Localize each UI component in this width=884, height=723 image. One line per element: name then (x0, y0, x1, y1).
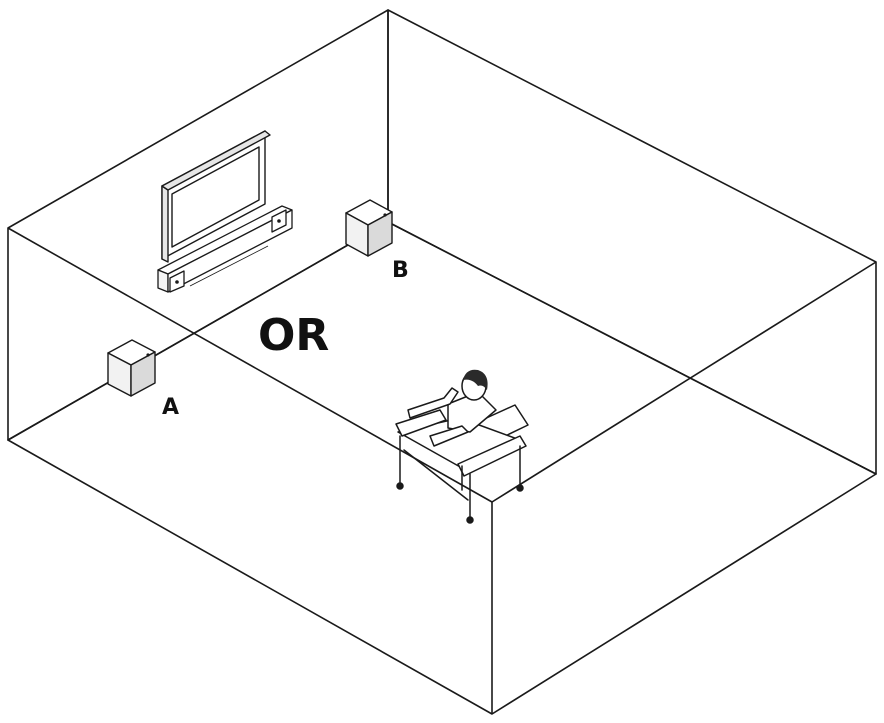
position-b-label: B (392, 258, 409, 283)
soundbar-left-driver-dot (175, 280, 179, 284)
subwoofer-b-badge (383, 213, 387, 217)
subwoofer-a-badge (146, 353, 150, 357)
person-lower-arm (429, 425, 469, 447)
tv-screen (171, 146, 260, 248)
soundbar (157, 205, 293, 293)
tv-frame-top (161, 130, 271, 191)
soundbar-front (157, 269, 169, 293)
soundbar-face (167, 209, 293, 293)
tv (161, 130, 271, 263)
armchair-with-person (395, 369, 529, 524)
person-hair (463, 369, 488, 390)
tv-frame-depth (161, 185, 169, 263)
or-label: OR (258, 310, 329, 361)
position-a-label: A (162, 395, 179, 420)
subwoofer-a (107, 339, 156, 397)
soundbar-seam (189, 245, 269, 287)
armchair-brace (403, 449, 469, 501)
armchair-foot-1 (396, 482, 404, 490)
subwoofer-a-side (130, 351, 156, 397)
armchair-left-arm (395, 409, 447, 437)
room-top-right-edge (491, 261, 877, 503)
subwoofer-b (345, 199, 393, 257)
person-raised-arm (407, 387, 459, 419)
room-floor (7, 221, 877, 715)
soundbar-right-driver-dot (277, 219, 281, 223)
subwoofer-b-side (367, 211, 393, 257)
room-top-left-edge (7, 227, 493, 503)
room-box (7, 9, 877, 715)
armchair-foot-3 (516, 484, 524, 492)
armchair-foot-2 (466, 516, 474, 524)
